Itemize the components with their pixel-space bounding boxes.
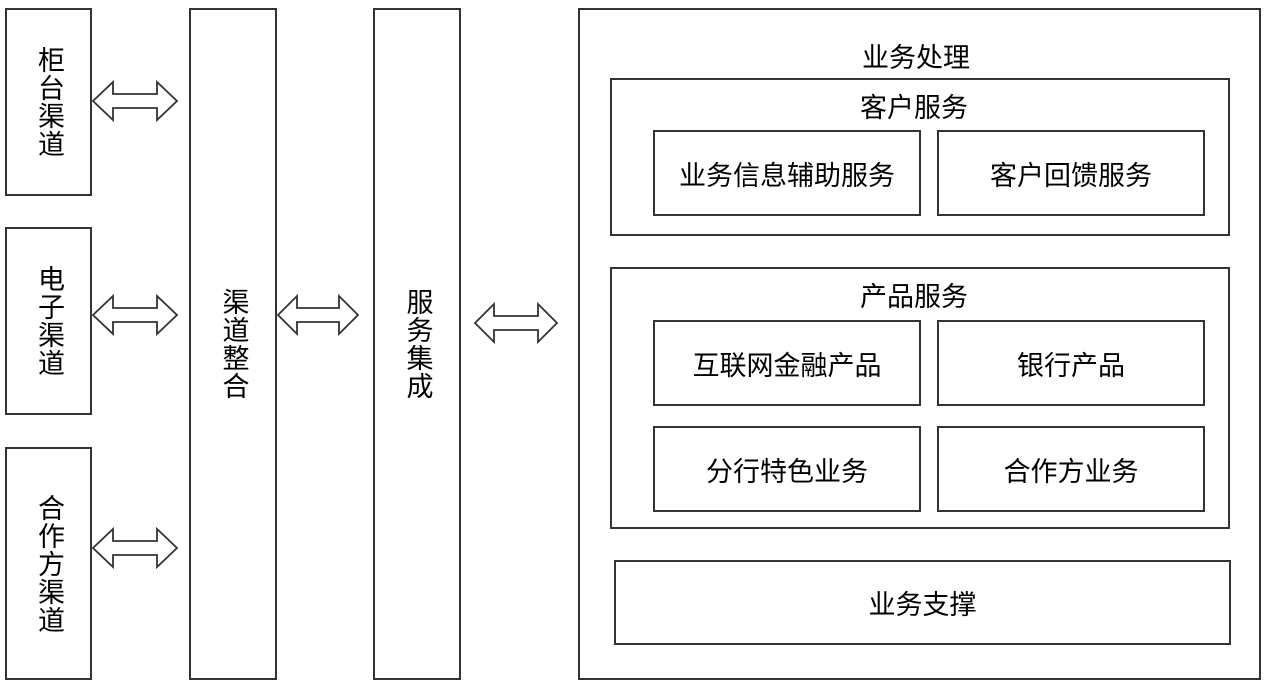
double-arrow-integration-to-service bbox=[276, 293, 360, 337]
channel-integration-label: 渠道整合 bbox=[217, 288, 249, 400]
product-item-internet-finance-label: 互联网金融产品 bbox=[692, 350, 882, 382]
double-arrow-counter bbox=[91, 79, 179, 123]
business-support-label: 业务支撑 bbox=[868, 590, 977, 621]
channel-electronic-box: 电子渠道 bbox=[5, 227, 92, 415]
double-arrow-electronic bbox=[91, 293, 179, 337]
service-item-feedback: 客户回馈服务 bbox=[937, 130, 1205, 216]
customer-service-box: 客户服务 业务信息辅助服务 客户回馈服务 bbox=[610, 78, 1230, 236]
channel-electronic-label: 电子渠道 bbox=[33, 265, 64, 377]
channel-counter-box: 柜台渠道 bbox=[5, 8, 92, 196]
customer-service-title: 客户服务 bbox=[860, 93, 968, 124]
service-item-info-assist: 业务信息辅助服务 bbox=[653, 130, 921, 216]
business-processing-title: 业务处理 bbox=[862, 43, 970, 74]
service-item-info-assist-label: 业务信息辅助服务 bbox=[679, 160, 895, 192]
service-item-feedback-label: 客户回馈服务 bbox=[990, 160, 1152, 192]
product-item-bank: 银行产品 bbox=[937, 320, 1205, 406]
business-support-box: 业务支撑 bbox=[614, 560, 1231, 645]
product-item-branch-special: 分行特色业务 bbox=[653, 426, 921, 512]
channel-partner-box: 合作方渠道 bbox=[5, 447, 92, 680]
service-integration-box: 服务集成 bbox=[373, 8, 461, 680]
business-processing-box: 业务处理 客户服务 业务信息辅助服务 客户回馈服务 产品服务 互联网金融产品 银… bbox=[578, 8, 1261, 680]
double-arrow-service-to-business bbox=[473, 301, 559, 345]
product-item-bank-label: 银行产品 bbox=[1017, 350, 1125, 382]
channel-counter-label: 柜台渠道 bbox=[33, 46, 64, 158]
product-item-branch-special-label: 分行特色业务 bbox=[706, 456, 868, 488]
product-item-partner-business: 合作方业务 bbox=[937, 426, 1205, 512]
channel-integration-box: 渠道整合 bbox=[189, 8, 277, 680]
product-service-box: 产品服务 互联网金融产品 银行产品 分行特色业务 合作方业务 bbox=[610, 267, 1230, 529]
service-integration-label: 服务集成 bbox=[401, 288, 433, 400]
product-item-internet-finance: 互联网金融产品 bbox=[653, 320, 921, 406]
product-item-partner-business-label: 合作方业务 bbox=[1003, 456, 1139, 488]
double-arrow-partner bbox=[91, 526, 179, 570]
product-service-title: 产品服务 bbox=[860, 282, 968, 313]
channel-partner-label: 合作方渠道 bbox=[33, 493, 64, 634]
